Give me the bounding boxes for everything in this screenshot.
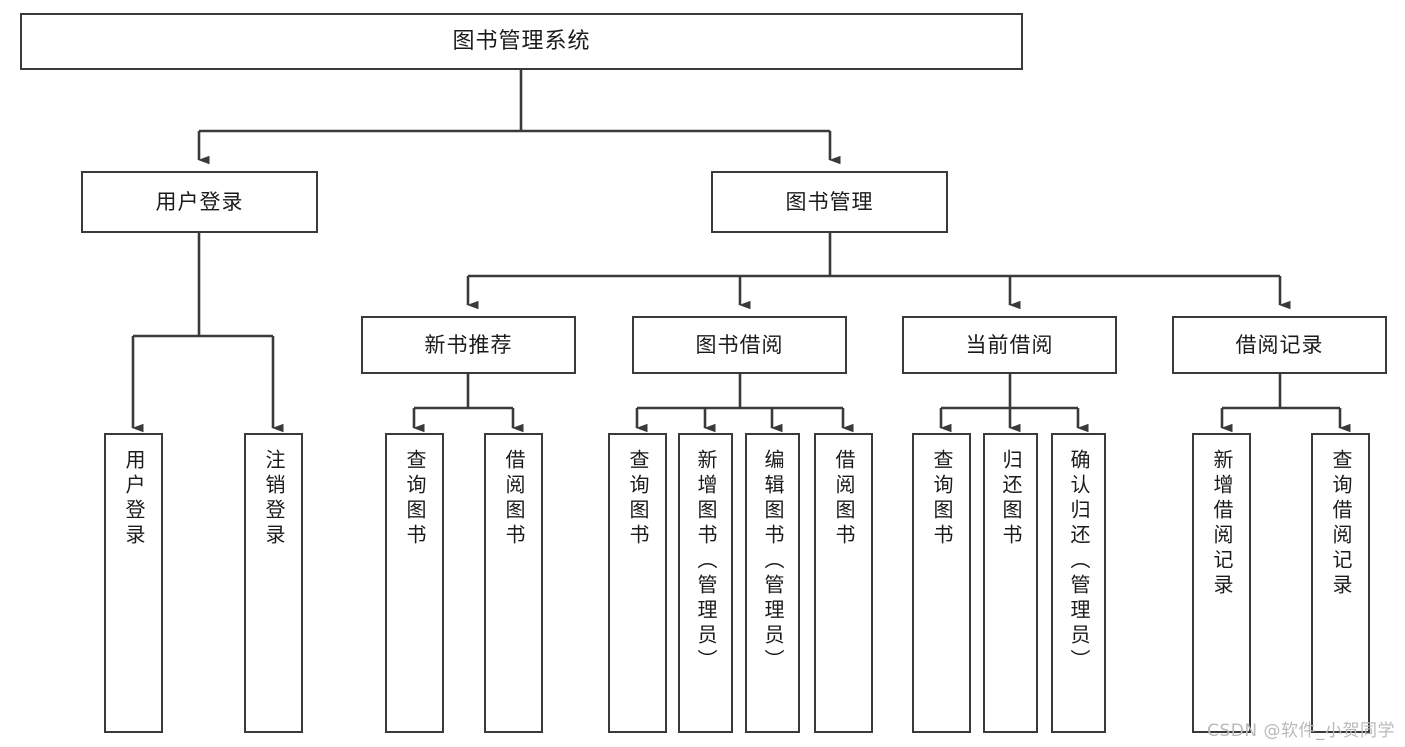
leaf-recommend-query-book[interactable]: 查询图书 (385, 433, 444, 733)
csdn-watermark: CSDN @软件_小贺同学 (1207, 721, 1395, 741)
node-label: 编辑图书（管理员） (761, 449, 785, 674)
node-label: 注销登录 (262, 449, 286, 549)
node-label: 借阅图书 (502, 449, 526, 549)
leaf-current-confirm-return-admin[interactable]: 确认归还（管理员） (1051, 433, 1106, 733)
node-root-book-management-system[interactable]: 图书管理系统 (20, 13, 1023, 70)
leaf-current-query-book[interactable]: 查询图书 (912, 433, 971, 733)
node-label: 查询图书 (930, 449, 954, 549)
node-label: 查询借阅记录 (1329, 449, 1353, 599)
node-label: 图书管理 (785, 189, 874, 214)
node-label: 当前借阅 (965, 332, 1054, 357)
node-label: 借阅记录 (1235, 332, 1324, 357)
leaf-record-add-record[interactable]: 新增借阅记录 (1192, 433, 1251, 733)
node-label: 查询图书 (403, 449, 427, 549)
leaf-current-return-book[interactable]: 归还图书 (983, 433, 1038, 733)
leaf-borrow-add-book-admin[interactable]: 新增图书（管理员） (678, 433, 733, 733)
node-label: 图书管理系统 (452, 28, 591, 54)
node-new-book-recommend[interactable]: 新书推荐 (361, 316, 576, 374)
node-current-borrow[interactable]: 当前借阅 (902, 316, 1117, 374)
node-label: 新书推荐 (424, 332, 513, 357)
node-label: 借阅图书 (832, 449, 856, 549)
node-label: 查询图书 (626, 449, 650, 549)
leaf-user-login-login[interactable]: 用户登录 (104, 433, 163, 733)
leaf-borrow-query-book[interactable]: 查询图书 (608, 433, 667, 733)
leaf-recommend-borrow-book[interactable]: 借阅图书 (484, 433, 543, 733)
node-label: 图书借阅 (695, 332, 784, 357)
node-book-borrow[interactable]: 图书借阅 (632, 316, 847, 374)
node-label: 用户登录 (122, 449, 146, 549)
node-label: 新增借阅记录 (1210, 449, 1234, 599)
leaf-record-query-record[interactable]: 查询借阅记录 (1311, 433, 1370, 733)
node-label: 确认归还（管理员） (1067, 449, 1091, 674)
leaf-borrow-edit-book-admin[interactable]: 编辑图书（管理员） (745, 433, 800, 733)
node-user-login[interactable]: 用户登录 (81, 171, 318, 233)
node-label: 新增图书（管理员） (694, 449, 718, 674)
node-label: 用户登录 (155, 189, 244, 214)
node-label: 归还图书 (999, 449, 1023, 549)
leaf-user-login-logout[interactable]: 注销登录 (244, 433, 303, 733)
node-book-management[interactable]: 图书管理 (711, 171, 948, 233)
node-borrow-record[interactable]: 借阅记录 (1172, 316, 1387, 374)
leaf-borrow-borrow-book[interactable]: 借阅图书 (814, 433, 873, 733)
